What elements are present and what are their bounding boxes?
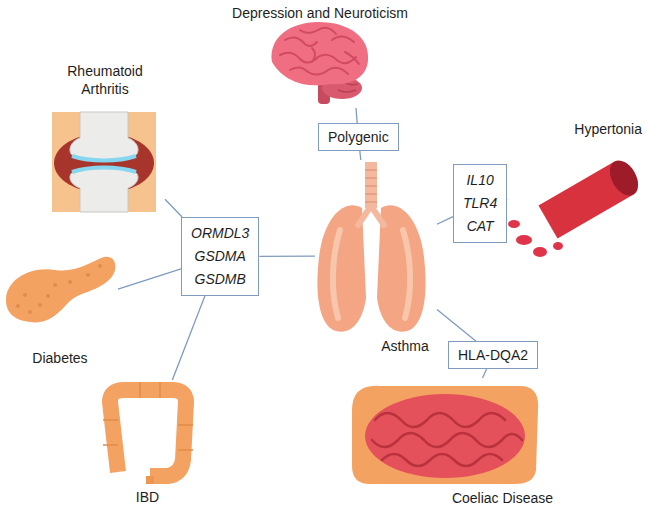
disease-label: Diabetes [2, 349, 118, 367]
disease-label: IBD [95, 488, 200, 506]
pancreas-illustration [6, 257, 115, 323]
disease-node: Hypertonia [505, 118, 644, 258]
gene-name: TLR4 [463, 192, 497, 215]
gene-name: ORMDL3 [191, 222, 249, 245]
connector-line [118, 269, 181, 289]
disease-node: Rheumatoid Arthritis [45, 62, 165, 212]
gene-name: IL10 [463, 169, 497, 192]
brain-illustration [272, 22, 369, 104]
gene-name: GSDMB [191, 268, 249, 291]
disease-node: Depression and Neuroticism [205, 0, 435, 108]
disease-label: Coeliac Disease [445, 489, 560, 507]
disease-label: Rheumatoid Arthritis [45, 62, 165, 98]
disease-label: Hypertonia [505, 120, 642, 138]
disease-node: Coeliac Disease [345, 378, 560, 509]
intestine-illustration [352, 386, 538, 484]
disease-node: Asthma [315, 160, 437, 358]
gene-box: IL10TLR4CAT [453, 164, 507, 243]
lungs-illustration [317, 162, 425, 332]
connector-line [437, 310, 476, 341]
blood-vessel-illustration [508, 156, 644, 257]
gene-box: ORMDL3GSDMAGSDMB [181, 217, 259, 296]
connector-line [259, 256, 315, 257]
connector-line [359, 151, 361, 160]
connector-line [165, 199, 182, 217]
colon-illustration [103, 382, 193, 484]
connector-line [437, 217, 453, 225]
disease-label: Depression and Neuroticism [205, 4, 435, 22]
gene-box: Polygenic [318, 123, 399, 151]
gene-name: CAT [463, 215, 497, 238]
category-label: HLA-DQA2 [458, 346, 528, 364]
disease-node: IBD [95, 380, 200, 508]
connector-line [172, 296, 205, 380]
disease-label: Asthma [373, 337, 437, 355]
connector-line [482, 369, 486, 378]
gene-name: GSDMA [191, 245, 249, 268]
joint-illustration [52, 112, 156, 212]
disease-node: Diabetes [2, 245, 118, 370]
gene-box: HLA-DQA2 [448, 341, 538, 369]
connector-line [356, 108, 357, 123]
category-label: Polygenic [328, 128, 389, 146]
